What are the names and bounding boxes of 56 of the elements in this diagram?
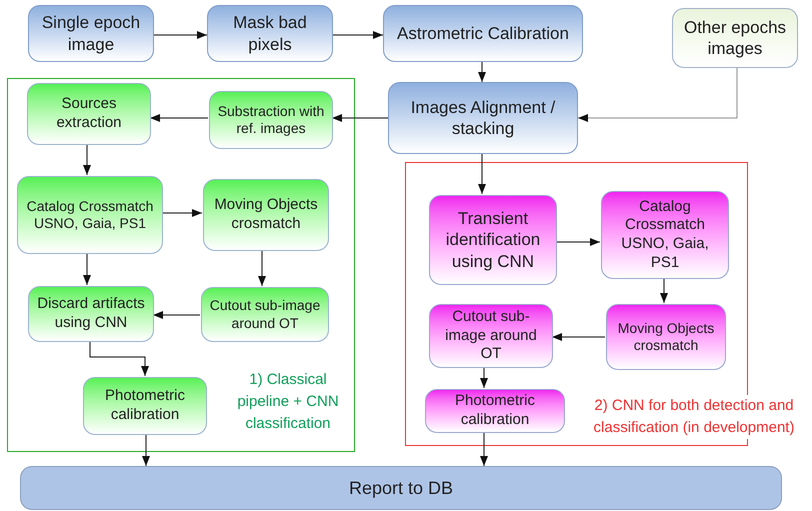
arrow — [90, 340, 149, 376]
arrow — [556, 238, 600, 246]
box-label: Images Alignment / stacking — [410, 96, 556, 140]
process-box — [383, 5, 583, 62]
arrow — [660, 278, 668, 304]
process-box — [83, 377, 207, 435]
box-label: Sources extraction — [55, 95, 123, 133]
process-box — [20, 466, 782, 510]
arrow — [152, 311, 200, 319]
arrow — [142, 434, 150, 466]
process-box — [28, 286, 154, 342]
arrow — [162, 209, 202, 217]
process-box — [201, 287, 329, 342]
arrow — [150, 114, 208, 122]
arrow — [154, 31, 208, 39]
box-label: Mask bad pixels — [232, 12, 308, 55]
box-label: Moving Objects crosmatch — [213, 196, 319, 234]
box-label: Catalog Crossmatch USNO, Gaia, PS1 — [620, 198, 710, 272]
group-frame — [7, 78, 355, 452]
arrow — [258, 250, 266, 286]
process-box — [209, 91, 333, 149]
arrow — [480, 432, 488, 466]
box-label: Report to DB — [348, 476, 454, 500]
process-box — [425, 389, 565, 433]
arrow — [578, 68, 738, 122]
process-box — [17, 176, 163, 254]
process-box — [207, 5, 333, 62]
process-box — [601, 191, 729, 279]
box-label: Substraction with ref. images — [216, 102, 326, 138]
box-label: Single epoch image — [40, 12, 142, 55]
process-box — [429, 304, 553, 368]
process-box — [388, 82, 578, 154]
box-label: Transient identification using CNN — [444, 208, 542, 272]
arrow — [83, 252, 91, 286]
arrow — [478, 62, 486, 82]
arrow — [332, 114, 388, 122]
box-label: Discard artifacts using CNN — [36, 295, 146, 333]
box-label: Cutout sub-image around OT — [208, 297, 322, 332]
process-box — [28, 5, 154, 62]
box-label: Photometric calibration — [104, 387, 186, 425]
arrow — [83, 144, 91, 176]
box-label: Catalog Crossmatch USNO, Gaia, PS1 — [26, 198, 154, 232]
box-label: Moving Objects crosmatch — [616, 320, 716, 354]
arrow — [480, 366, 488, 388]
box-label: Other epochs images — [682, 16, 788, 60]
process-box — [672, 8, 798, 68]
process-box — [27, 83, 151, 145]
box-label: Cutout sub-image around OT — [444, 308, 538, 364]
arrow — [332, 31, 384, 39]
arrow — [478, 154, 486, 194]
process-box — [203, 179, 329, 251]
process-box — [606, 304, 726, 370]
box-label: Astrometric Calibration — [397, 22, 569, 44]
process-box — [429, 195, 557, 285]
box-label: Photometric calibration — [454, 392, 536, 430]
arrow — [552, 333, 606, 341]
